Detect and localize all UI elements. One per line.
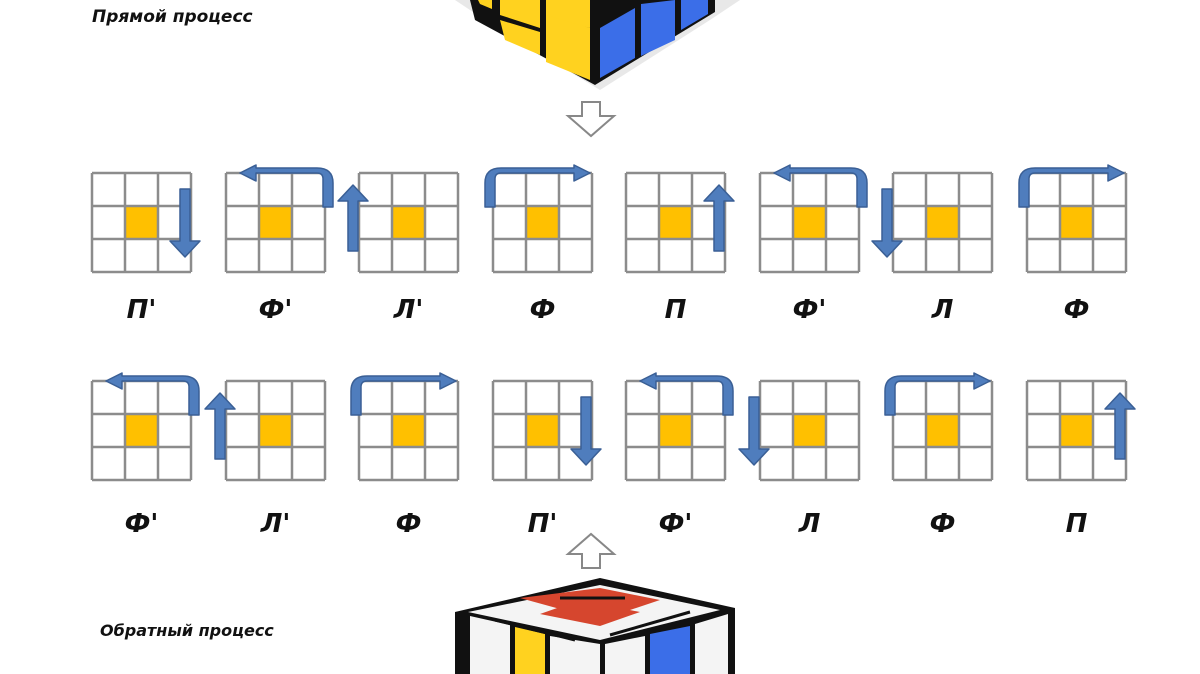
move-label: Ф' [125, 509, 159, 539]
move-arrow [1104, 392, 1136, 460]
move-arrow [105, 372, 200, 416]
center-square [1060, 414, 1093, 447]
center-square [392, 414, 425, 447]
move-diagram [758, 379, 861, 482]
center-square [659, 414, 692, 447]
move-diagram [891, 379, 994, 482]
move-arrow [738, 396, 770, 466]
move-arrow [484, 164, 591, 208]
move-diagram [624, 379, 727, 482]
center-square [259, 414, 292, 447]
move-arrow [884, 372, 991, 416]
center-square [125, 206, 158, 239]
move-arrow [169, 188, 201, 258]
move-diagram [758, 171, 861, 274]
center-square [526, 414, 559, 447]
forward-cube-illustration [455, 0, 740, 90]
move-diagram [90, 171, 193, 274]
move-diagram [357, 171, 460, 274]
move-label: П' [127, 295, 157, 325]
center-square [125, 414, 158, 447]
forward-process-title: Прямой процесс [92, 7, 253, 27]
move-arrow [639, 372, 734, 416]
move-label: П' [528, 509, 558, 539]
center-square [926, 414, 959, 447]
move-arrow [773, 164, 868, 208]
move-diagram [224, 379, 327, 482]
move-arrow [350, 372, 457, 416]
move-arrow [570, 396, 602, 466]
move-diagram [491, 171, 594, 274]
move-diagram [491, 379, 594, 482]
move-label: Л' [260, 509, 291, 539]
move-label: Ф [530, 295, 556, 325]
move-label: П [665, 295, 687, 325]
move-arrow [1018, 164, 1125, 208]
move-diagram [357, 379, 460, 482]
center-square [1060, 206, 1093, 239]
center-square [259, 206, 292, 239]
move-label: Л [798, 509, 821, 539]
move-arrow [239, 164, 334, 208]
reverse-process-title: Обратный процесс [100, 621, 274, 640]
move-diagram [891, 171, 994, 274]
move-label: Ф' [659, 509, 693, 539]
move-diagram [224, 171, 327, 274]
move-diagram [1025, 379, 1128, 482]
up-hollow-arrow [565, 532, 617, 569]
move-diagram [90, 379, 193, 482]
move-diagram [624, 171, 727, 274]
center-square [526, 206, 559, 239]
move-label: Ф' [793, 295, 827, 325]
move-diagram [1025, 171, 1128, 274]
center-square [793, 414, 826, 447]
move-label: Л' [393, 295, 424, 325]
move-label: П [1066, 509, 1088, 539]
center-square [392, 206, 425, 239]
move-label: Л [931, 295, 954, 325]
move-label: Ф [1064, 295, 1090, 325]
center-square [793, 206, 826, 239]
move-arrow [204, 392, 236, 460]
move-arrow [871, 188, 903, 258]
center-square [659, 206, 692, 239]
move-label: Ф [930, 509, 956, 539]
reverse-cube-illustration [455, 578, 735, 674]
move-arrow [337, 184, 369, 252]
down-hollow-arrow [565, 101, 617, 138]
move-label: Ф [396, 509, 422, 539]
move-arrow [703, 184, 735, 252]
move-label: Ф' [259, 295, 293, 325]
move-rows: П' Ф' Л' Ф П Ф' Л Ф Ф' Л' Ф П' Ф' Л Ф П [90, 164, 1136, 539]
center-square [926, 206, 959, 239]
